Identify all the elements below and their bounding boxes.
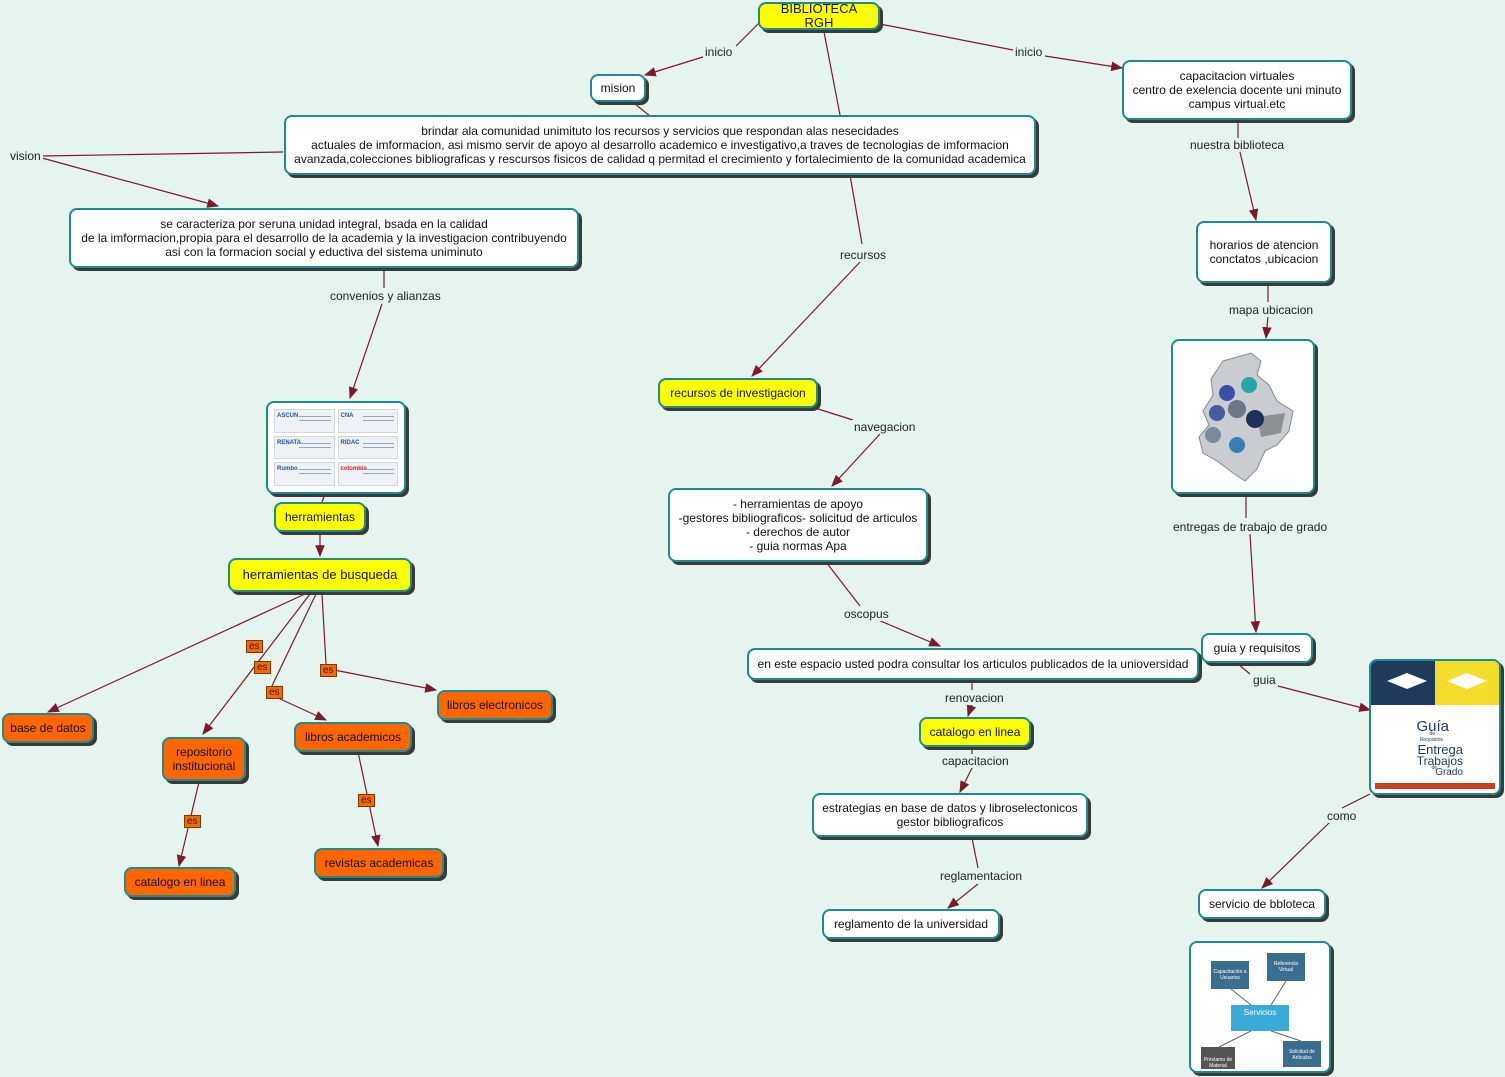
label-es-base-datos: es xyxy=(246,640,263,653)
label-capacitacion: capacitacion xyxy=(940,754,1011,768)
node-revistas[interactable]: revistas academicas xyxy=(314,848,444,878)
node-reglamento[interactable]: reglamento de la universidad xyxy=(822,909,1000,939)
logo-card: Rumbo xyxy=(274,462,335,486)
label-guia: guia xyxy=(1251,673,1278,687)
colombia-map-icon xyxy=(1198,352,1294,482)
guia-subtitle-text: de xyxy=(1429,731,1435,737)
guia-cover-image: Guía de Requisitos Entrega Trabajos de G… xyxy=(1369,659,1501,795)
label-vision: vision xyxy=(8,149,43,163)
label-inicio-right: inicio xyxy=(1013,45,1045,59)
node-herramientas-apoyo[interactable]: - herramientas de apoyo -gestores biblio… xyxy=(668,488,928,562)
label-es-repositorio: es xyxy=(254,661,271,674)
logo-card: colombia xyxy=(337,462,398,486)
label-oscopus: oscopus xyxy=(842,607,891,621)
guia-subtitle-text: Requisitos xyxy=(1419,737,1443,743)
label-navegacion: navegacion xyxy=(852,420,918,434)
label-recursos: recursos xyxy=(838,248,889,262)
node-espacio[interactable]: en este espacio usted podra consultar lo… xyxy=(747,648,1199,680)
logo-text: ASCUN xyxy=(277,413,299,419)
node-base-datos[interactable]: base de datos xyxy=(2,713,94,743)
label-reglamentacion: reglamentacion xyxy=(938,869,1025,883)
guia-footer-bar xyxy=(1375,783,1495,789)
logo-text: Rumbo xyxy=(277,466,298,473)
guia-title-text: Grado xyxy=(1435,767,1463,778)
label-es-revistas: es xyxy=(358,794,375,807)
node-libros-academicos[interactable]: libros academicos xyxy=(294,722,412,752)
label-convenios: convenios y alianzas xyxy=(328,289,443,303)
logo-card: ASCUN xyxy=(274,409,335,433)
logo-card: RIDAC xyxy=(337,435,398,460)
servicio-prestamo-box: Préstamo de Material xyxy=(1201,1047,1235,1069)
node-herramientas[interactable]: herramientas xyxy=(274,502,366,532)
node-horarios[interactable]: horarios de atencion conctatos ,ubicacio… xyxy=(1196,221,1332,283)
node-mision-text[interactable]: brindar ala comunidad unimituto los recu… xyxy=(284,115,1036,175)
servicios-connector-icon xyxy=(1218,980,1302,1048)
node-capacitacion[interactable]: capacitacion virtuales centro de exelenc… xyxy=(1122,60,1352,120)
node-catalogo-linea-left[interactable]: catalogo en linea xyxy=(124,867,236,897)
node-guia-requisitos[interactable]: guia y requisitos xyxy=(1201,633,1313,663)
label-entregas: entregas de trabajo de grado xyxy=(1171,520,1330,534)
label-es-libros-electronicos: es xyxy=(320,664,337,677)
node-libros-electronicos[interactable]: libros electronicos xyxy=(437,690,553,720)
label-renovacion: renovacion xyxy=(943,691,1006,705)
node-recursos-investigacion[interactable]: recursos de investigacion xyxy=(658,378,818,408)
logo-text: RENATA xyxy=(277,439,302,446)
node-servicio[interactable]: servicio de bbloteca xyxy=(1198,889,1326,919)
servicio-capacitacion-box: Capacitación a Usuarios xyxy=(1211,961,1249,989)
map-image xyxy=(1171,339,1315,494)
servicio-solicitud-box: Solicitud de Artículos xyxy=(1283,1041,1321,1067)
node-catalogo-linea-mid[interactable]: catalogo en linea xyxy=(919,717,1031,747)
logos-image: ASCUN CNA RENATA RIDAC Rumbo colombia xyxy=(266,401,406,494)
servicio-referencia-box: Referencia Virtual xyxy=(1267,953,1305,981)
label-inicio-left: inicio xyxy=(703,45,735,59)
logo-text: RIDAC xyxy=(340,439,360,446)
logo-card: CNA xyxy=(337,409,398,433)
label-es-catalogo: es xyxy=(184,815,201,828)
guia-subtitle-text: de xyxy=(1431,765,1437,771)
label-es-libros-academicos: es xyxy=(266,686,283,699)
logo-text: colombia xyxy=(340,466,367,473)
node-herramientas-busqueda[interactable]: herramientas de busqueda xyxy=(228,558,412,592)
graduation-cap-icon xyxy=(1387,673,1487,689)
servicios-center-box: Servicios xyxy=(1231,1005,1289,1031)
guia-title-text: Trabajos xyxy=(1416,754,1463,768)
servicios-image: Capacitación a Usuarios Referencia Virtu… xyxy=(1189,941,1331,1073)
node-estrategias[interactable]: estrategias en base de datos y librosele… xyxy=(812,793,1088,837)
label-mapa-ubicacion: mapa ubicacion xyxy=(1227,303,1316,317)
guia-title-text: Entrega xyxy=(1417,742,1463,757)
guia-title-text: Guía xyxy=(1416,718,1449,735)
label-como: como xyxy=(1325,809,1359,823)
node-repositorio[interactable]: repositorio institucional xyxy=(162,737,246,781)
logo-text: CNA xyxy=(340,413,354,419)
label-nuestra-biblioteca: nuestra biblioteca xyxy=(1188,138,1287,152)
logo-card: RENATA xyxy=(274,435,335,460)
node-mision[interactable]: mision xyxy=(590,74,646,102)
node-biblioteca[interactable]: BIBLIOTECA RGH xyxy=(758,2,880,30)
node-vision-text[interactable]: se caracteriza por seruna unidad integra… xyxy=(69,208,579,268)
